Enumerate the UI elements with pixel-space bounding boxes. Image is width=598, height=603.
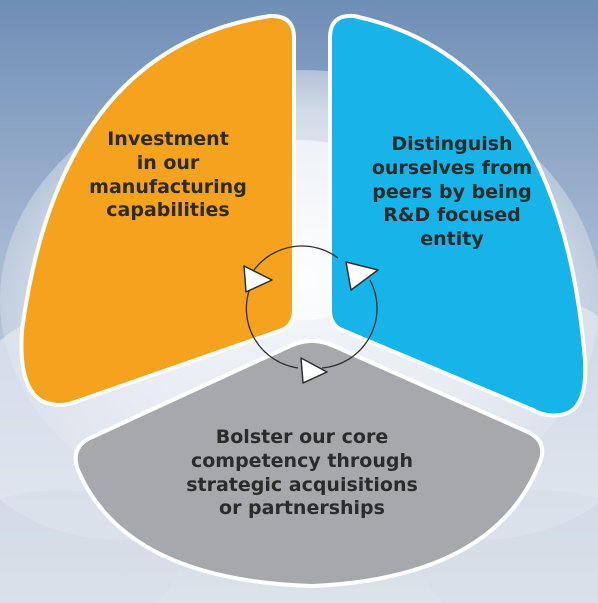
cycle-arc-top [253,245,339,271]
cycle-arrow-icon [300,357,328,384]
segment-manufacturing [19,13,296,407]
segment-acquisitions [73,339,545,588]
segment-rnd [328,13,588,418]
cycle-arrows [243,245,379,384]
cycle-arrow-icon [243,265,273,293]
cycle-arrow-icon [345,261,379,291]
cycle-arc-right [321,279,378,369]
segment-acquisitions-label: Bolster our core competency through stra… [186,426,418,520]
cycle-arc-left [245,287,299,369]
segment-rnd-label: Distinguish ourselves from peers by bein… [371,133,533,250]
segment-manufacturing-label: Investment in our manufacturing capabili… [89,128,247,222]
